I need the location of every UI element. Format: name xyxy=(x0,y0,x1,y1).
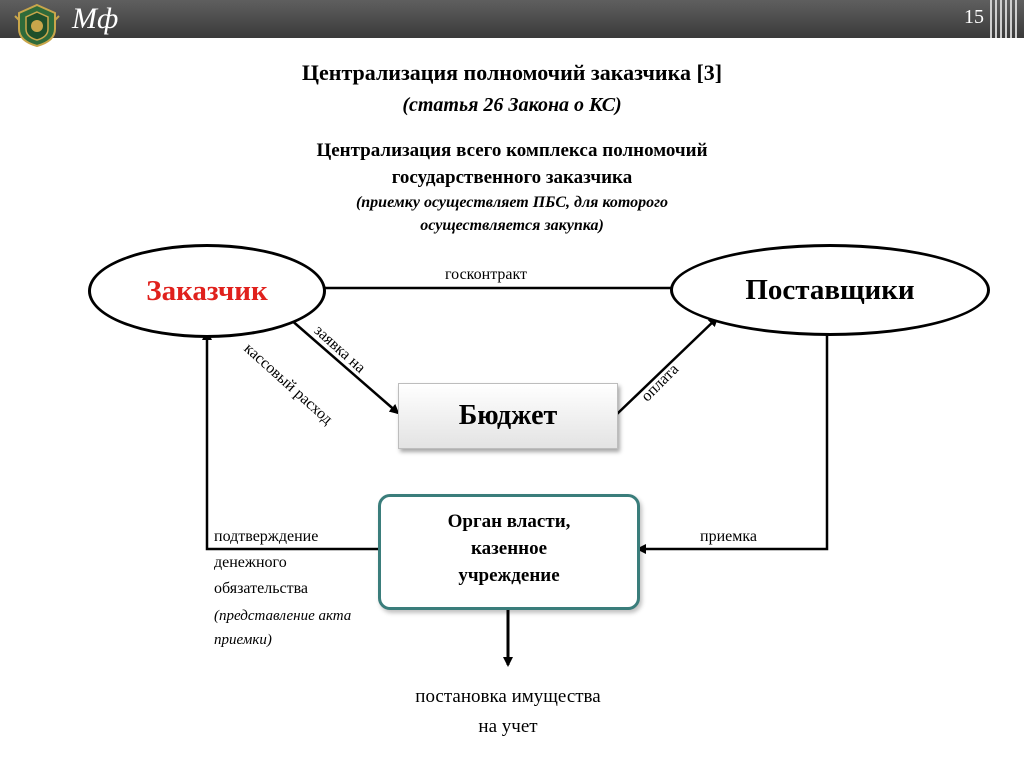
acceptance-arrow xyxy=(636,330,829,554)
header-bar: Мф 15 xyxy=(0,0,1024,48)
section-note-line2: осуществляется закупка) xyxy=(420,217,604,234)
customer-node: Заказчик xyxy=(88,244,326,338)
confirmation-arrow xyxy=(202,330,378,551)
request-arrow xyxy=(281,311,400,415)
brand-logo-text: Мф xyxy=(72,2,119,35)
confirmation-note-line1: (представление акта xyxy=(214,608,352,624)
suppliers-node: Поставщики xyxy=(670,244,990,336)
section-heading-line1: Централизация всего комплекса полномочий xyxy=(316,140,708,161)
section-heading-line2: государственного заказчика xyxy=(391,167,633,188)
decorative-stripes xyxy=(990,0,1020,38)
payment-arrow xyxy=(616,316,719,415)
emblem-icon xyxy=(14,3,60,48)
authority-node: Орган власти, казенное учреждение xyxy=(378,494,640,610)
contract-label: госконтракт xyxy=(445,266,528,283)
registration-label-line2: на учет xyxy=(478,716,538,737)
slide-number: 15 xyxy=(964,6,984,28)
authority-label-line3: учреждение xyxy=(458,565,560,586)
authority-label-line2: казенное xyxy=(470,538,548,559)
registration-label-line1: постановка имущества xyxy=(415,686,601,707)
page-subtitle: (статья 26 Закона о КС) xyxy=(402,94,622,116)
section-note-line1: (приемку осуществляет ПБС, для которого xyxy=(355,194,669,211)
budget-node: Бюджет xyxy=(398,383,618,449)
confirmation-label-line2: денежного xyxy=(214,554,287,571)
page-title: Централизация полномочий заказчика [3] xyxy=(301,60,723,85)
confirmation-label-line1: подтверждение xyxy=(214,528,319,545)
confirmation-note-line2: приемки) xyxy=(214,632,272,648)
acceptance-label: приемка xyxy=(700,528,757,545)
confirmation-label-line3: обязательства xyxy=(214,580,309,597)
authority-label-line1: Орган власти, xyxy=(447,511,571,532)
